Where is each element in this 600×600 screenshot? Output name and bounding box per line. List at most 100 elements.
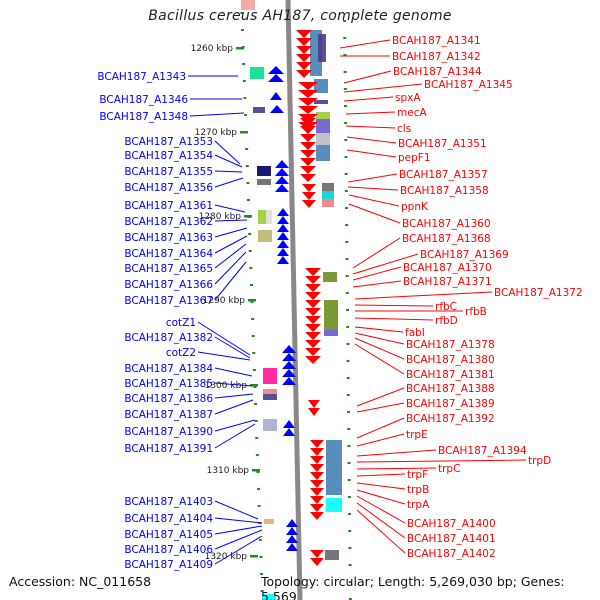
reverse-gene-arrow [296,30,312,38]
reverse-gene-arrow [298,90,318,98]
tick-mark [348,598,352,600]
gene-label: BCAH187_A1346 [99,94,188,106]
label-leader-line [356,387,405,407]
label-leader-line [339,39,391,49]
label-leader-line [214,367,253,377]
label-leader-line [354,332,405,345]
gene-label: BCAH187_A1367 [124,295,213,307]
label-leader-line [352,280,402,288]
reverse-gene-arrow [310,480,324,488]
gene-block [323,272,337,282]
label-leader-line [214,423,256,449]
forward-gene-arrow [275,160,289,168]
gene-block [263,394,277,400]
label-leader-line [352,266,402,281]
reverse-gene-arrow [310,440,324,448]
label-leader-line [354,337,405,360]
label-leader-line [214,382,253,387]
forward-gene-arrow [275,168,289,176]
label-leader-line [214,529,263,550]
label-leader-line [214,261,247,301]
label-leader-line [343,70,392,84]
tick-mark [250,301,254,303]
gene-label: BCAH187_A1351 [398,138,487,150]
reverse-gene-arrow [310,464,324,472]
tick-mark [348,581,352,583]
label-leader-line [189,112,245,117]
gene-block [316,145,330,161]
gene-label: fabI [405,327,425,339]
tick-mark [344,122,348,124]
reverse-gene-arrow [298,82,318,90]
reverse-gene-arrow [305,324,321,332]
reverse-gene-arrow [305,276,321,284]
gene-label: BCAH187_A1386 [124,393,213,405]
gene-label: BCAH187_A1405 [124,529,213,541]
gene-label: trpC [438,463,460,475]
reverse-gene-arrow [296,46,312,54]
reverse-gene-arrow [300,118,316,126]
gene-label: BCAH187_A1381 [406,369,495,381]
label-leader-line [354,343,405,375]
gene-label: pepF1 [398,152,431,164]
reverse-gene-arrow [310,456,324,464]
label-leader-line [214,235,248,254]
gene-label: BCAH187_A1360 [402,218,491,230]
reverse-gene-arrow [310,496,324,504]
gene-label: rfbD [435,315,458,327]
kbp-label: 1290 kbp [203,296,246,306]
forward-gene-arrow [282,361,296,369]
gene-label: BCAH187_A1388 [406,383,495,395]
tick-mark [343,105,347,107]
forward-gene-arrow [270,105,284,113]
reverse-gene-arrow [298,106,318,114]
reverse-gene-arrow [310,550,324,558]
label-leader-line [214,525,263,535]
gene-label: BCAH187_A1354 [124,150,213,162]
tick-mark [346,309,350,311]
backbone-line [285,0,303,600]
kbp-tick [244,215,252,218]
gene-label: mecA [397,107,427,119]
gene-label: cotZ2 [166,347,196,359]
reverse-gene-arrow [305,348,321,356]
tick-mark [346,394,350,396]
reverse-gene-arrow [310,558,324,566]
label-leader-line [354,304,434,307]
reverse-gene-arrow [298,98,318,106]
label-leader-line [214,393,254,399]
label-leader-line [214,140,241,165]
tick-mark [243,114,247,116]
reverse-gene-arrow [300,126,316,134]
tick-mark [347,462,351,464]
label-leader-line [356,509,406,554]
gene-label: BCAH187_A1369 [420,249,509,261]
label-leader-line [197,321,251,356]
gene-label: cls [397,123,411,135]
reverse-gene-arrow [300,174,316,182]
tick-mark [259,556,263,558]
label-leader-line [343,83,423,93]
tick-mark [241,29,245,31]
gene-block [316,119,330,133]
gene-label: BCAH187_A1380 [406,354,495,366]
label-leader-line [343,96,394,102]
reverse-gene-arrow [305,316,321,324]
reverse-gene-arrow [296,70,312,78]
tick-mark [260,590,264,592]
tick-mark [343,37,347,39]
gene-label: BCAH187_A1400 [407,518,496,530]
label-leader-line [354,291,493,300]
label-leader-line [214,170,243,173]
label-leader-line [214,177,244,188]
forward-gene-arrow [286,519,298,527]
gene-label: BCAH187_A1353 [124,136,213,148]
tick-mark [343,54,347,56]
tick-mark [246,182,250,184]
gene-label: trpE [406,429,428,441]
gene-block [324,330,338,336]
gene-block [322,199,334,207]
kbp-label: 1310 kbp [207,466,250,476]
gene-block [258,210,266,224]
